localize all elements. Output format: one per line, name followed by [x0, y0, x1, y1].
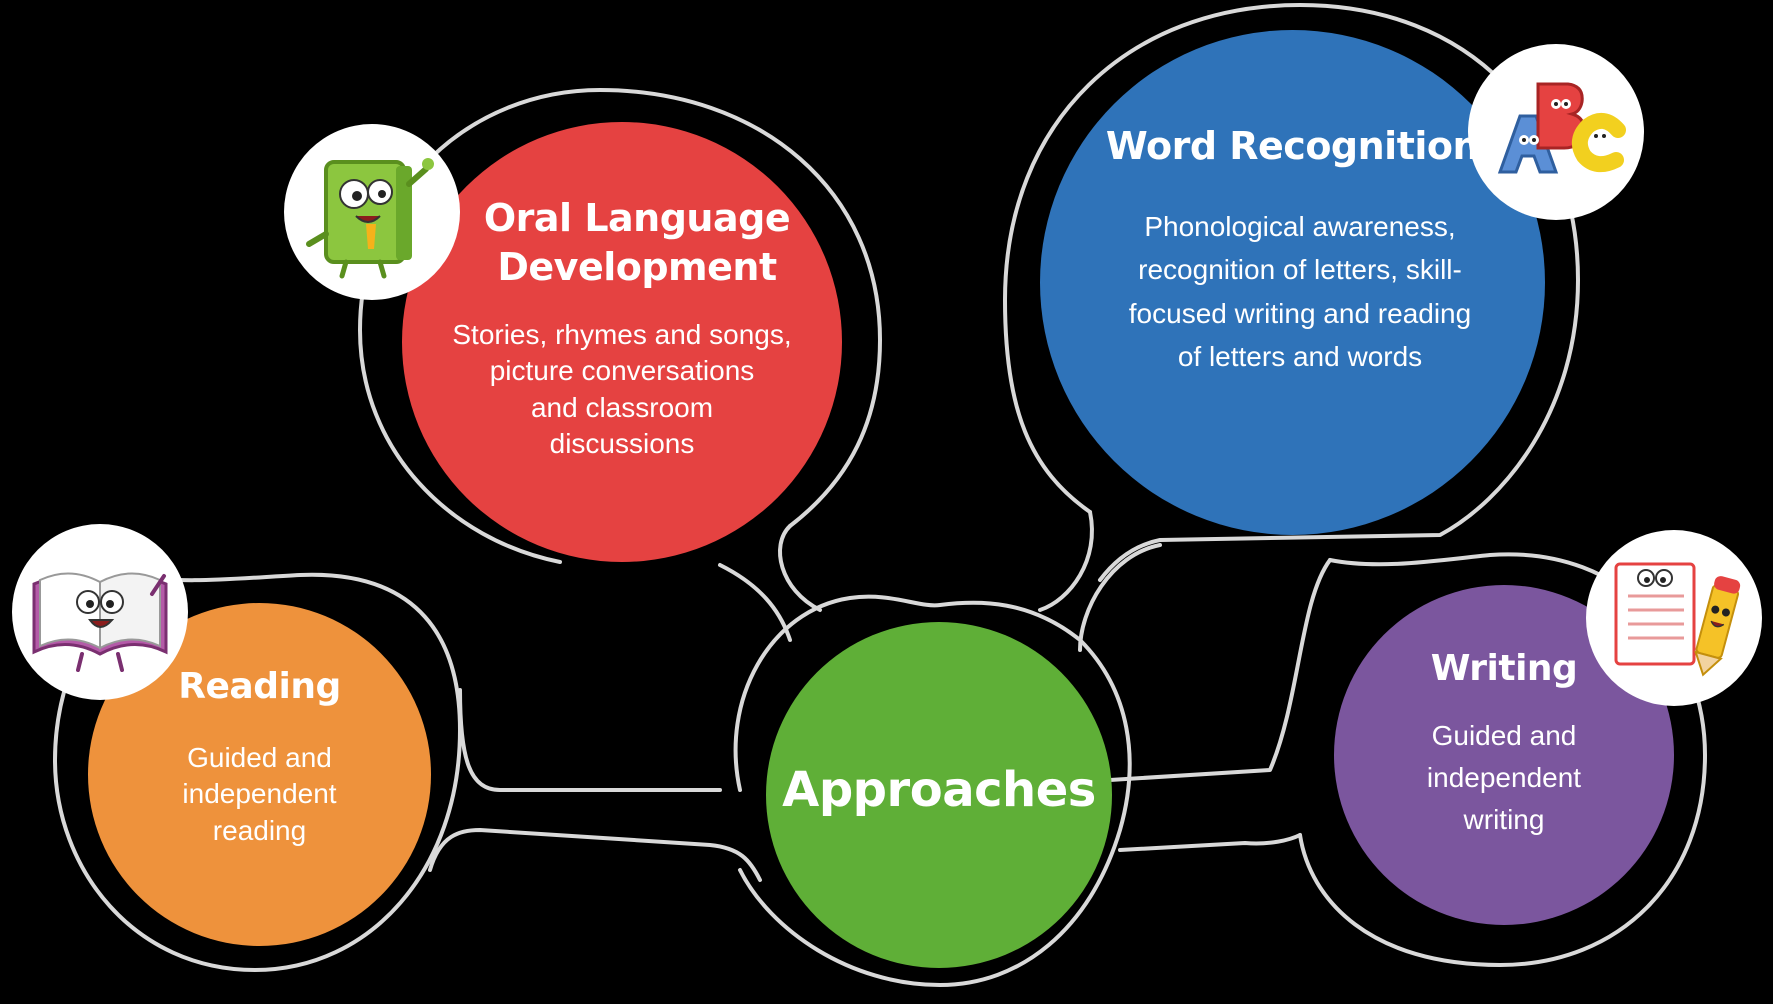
word-recognition-node: Word Recognition Phonological awareness,…: [1040, 30, 1545, 535]
green-book-character-icon: [284, 124, 460, 300]
writing-desc-line: Guided and: [1431, 720, 1577, 751]
oral-language-title-line1: Oral Language: [483, 196, 791, 240]
word-desc-line: Phonological awareness,: [1144, 211, 1456, 242]
oral-language-title-line2: Development: [497, 245, 777, 290]
writing-description: Guided and independent writing: [1379, 715, 1629, 841]
link-writing-center-top: [1108, 558, 1332, 782]
oral-desc-line: discussions: [549, 428, 695, 460]
oral-desc-line: Stories, rhymes and songs,: [452, 319, 792, 350]
paper-and-pencil-character-icon: [1586, 530, 1762, 706]
link-word-center-b: [1078, 543, 1162, 652]
oral-outline: [358, 88, 882, 564]
approaches-center-node: Approaches: [766, 622, 1112, 968]
abc-letters-icon: [1468, 44, 1644, 220]
word-desc-line: of letters and words: [1177, 341, 1423, 373]
open-book-character-icon: [12, 524, 188, 700]
oral-language-node: Oral Language Development Stories, rhyme…: [402, 122, 842, 562]
link-reading-center-bottom: [428, 828, 762, 882]
writing-outline: [1298, 552, 1707, 967]
oral-language-description: Stories, rhymes and songs, picture conve…: [422, 317, 822, 463]
word-recognition-description: Phonological awareness, recognition of l…: [1100, 205, 1500, 379]
reading-desc-line: independent: [182, 778, 337, 810]
word-recognition-title: Word Recognition: [1105, 124, 1480, 168]
word-desc-line: recognition of letters, skill-: [1138, 254, 1462, 286]
center-outline: [733, 594, 1132, 987]
word-desc-line: focused writing and reading: [1128, 297, 1472, 329]
link-reading-center-top: [458, 688, 722, 792]
reading-title: Reading: [178, 666, 341, 707]
oral-desc-line: and classroom: [530, 391, 714, 423]
reading-description: Guided and independent reading: [133, 740, 386, 849]
link-word-center: [1038, 510, 1094, 612]
oral-desc-line: picture conversations: [489, 355, 755, 387]
approaches-title: Approaches: [782, 762, 1096, 818]
writing-desc-line: independent: [1426, 762, 1582, 793]
reading-outline: [53, 572, 462, 972]
reading-desc-line: reading: [212, 814, 307, 846]
link-writing-center-bottom: [1118, 833, 1302, 852]
link-oral-center-b: [778, 524, 822, 612]
oral-language-title: Oral Language Development: [442, 194, 832, 293]
writing-desc-line: writing: [1463, 804, 1545, 835]
reading-desc-line: Guided and: [187, 742, 332, 773]
writing-title: Writing: [1430, 648, 1578, 689]
link-oral-center: [718, 563, 792, 642]
word-outline: [1003, 3, 1580, 582]
